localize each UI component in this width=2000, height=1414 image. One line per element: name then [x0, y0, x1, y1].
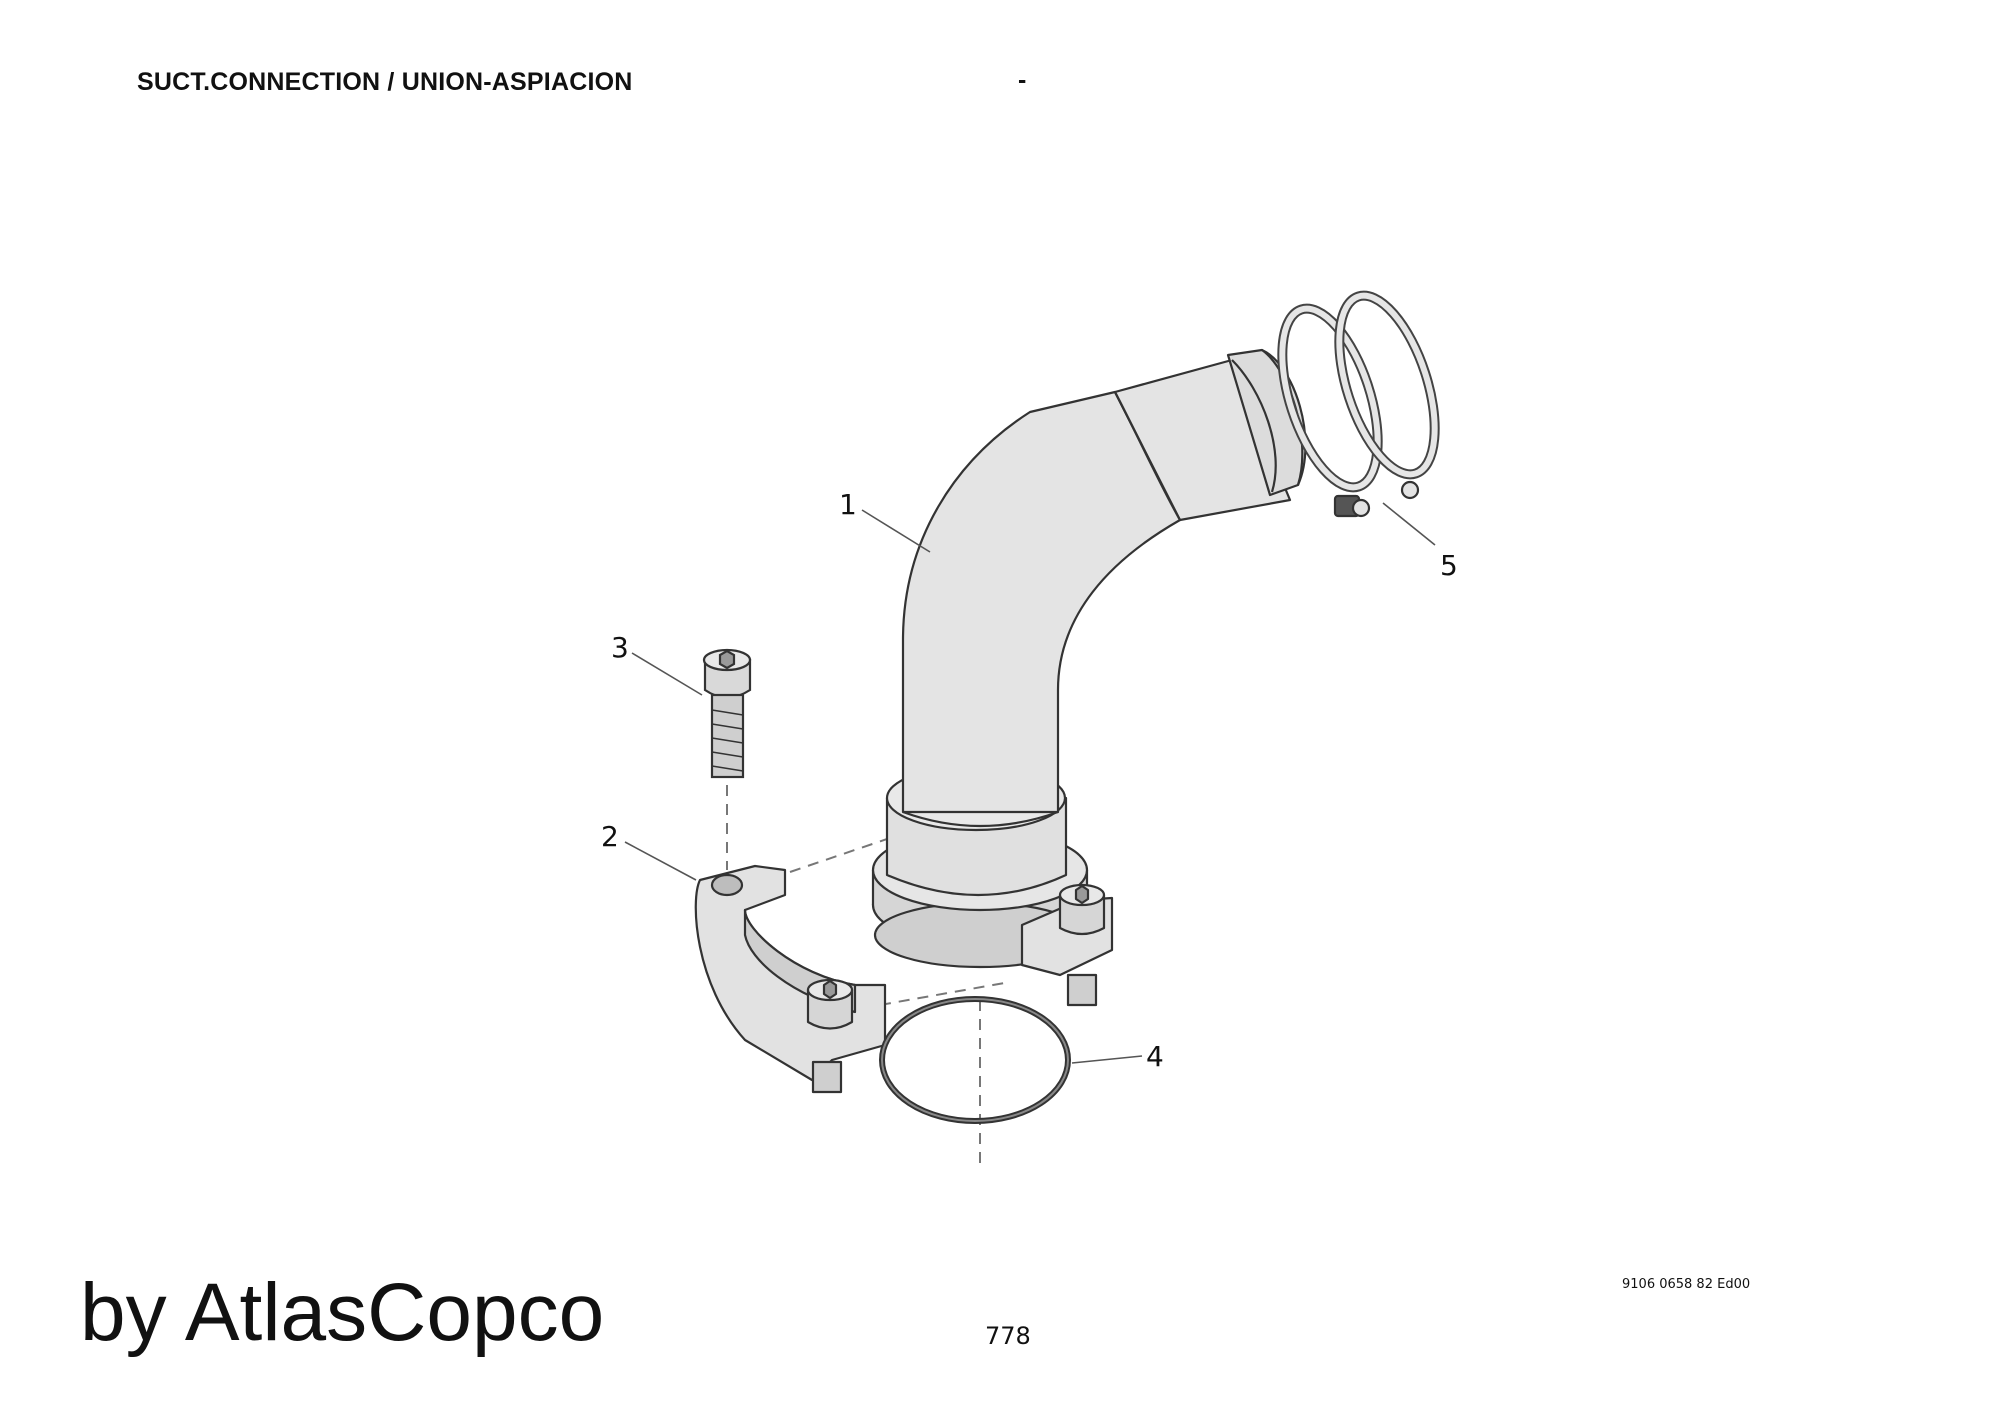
leader-lines: [624, 502, 1436, 1064]
page-title: SUCT.CONNECTION / UNION-ASPIACION: [137, 68, 633, 96]
callout-3: 3: [611, 631, 629, 664]
callout-4: 4: [1146, 1040, 1164, 1073]
brand-label: by AtlasCopco: [80, 1267, 605, 1358]
assembly-guide-lines: [726, 785, 1011, 1165]
hose-clamps: [1277, 290, 1440, 518]
callout-5: 5: [1440, 549, 1458, 582]
document-code: 9106 0658 82 Ed00: [1622, 1277, 1751, 1292]
elbow-pipe: [871, 348, 1307, 969]
page-number: 778: [985, 1322, 1031, 1350]
o-ring: [879, 996, 1071, 1124]
clamp-flange: [694, 864, 1114, 1094]
title-separator: -: [1018, 66, 1027, 94]
cap-screw: [702, 648, 752, 779]
callout-1: 1: [839, 488, 857, 521]
callout-2: 2: [601, 820, 619, 853]
